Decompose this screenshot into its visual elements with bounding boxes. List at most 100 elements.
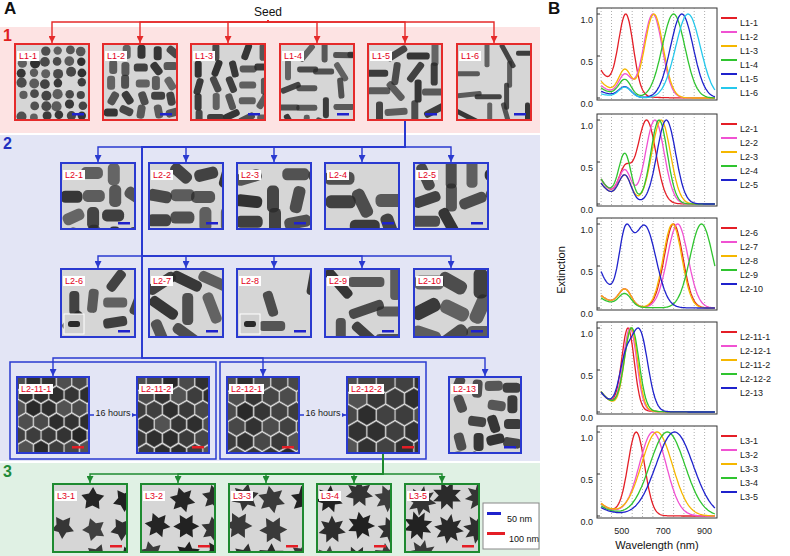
nanoparticle bbox=[66, 67, 76, 77]
nanoparticle bbox=[78, 78, 86, 86]
nanorod bbox=[105, 270, 127, 293]
legend-text-holder: L2-12-1 bbox=[740, 340, 771, 358]
nanorod bbox=[150, 294, 180, 321]
nanorod bbox=[65, 226, 82, 228]
legend-text-holder: L2-12-2 bbox=[740, 368, 771, 386]
spectrum-curve bbox=[601, 432, 715, 516]
nanorod bbox=[453, 394, 469, 414]
tem-image: L2-6 bbox=[60, 268, 136, 338]
nanorod bbox=[255, 92, 264, 110]
nanorod bbox=[165, 107, 176, 118]
image-scale-bar bbox=[382, 222, 394, 225]
axis-title: Extinction bbox=[555, 246, 567, 294]
nanorod bbox=[503, 437, 520, 450]
grid-line bbox=[652, 322, 653, 414]
nanorod bbox=[128, 290, 134, 316]
nanorod bbox=[503, 383, 520, 393]
legend-swatch bbox=[721, 269, 737, 271]
nanoparticle bbox=[40, 79, 50, 89]
tree-connector bbox=[98, 121, 405, 162]
y-tick-label-holder: 0.5 bbox=[580, 51, 593, 69]
tem-background bbox=[54, 485, 126, 551]
nanorod bbox=[218, 164, 222, 190]
image-scale-bar bbox=[294, 330, 306, 333]
nanorod bbox=[369, 87, 390, 94]
grid-line bbox=[663, 322, 664, 414]
sample-label: L1-1 bbox=[17, 51, 39, 61]
nanostar bbox=[113, 490, 126, 512]
tem-image: L2-4 bbox=[324, 162, 400, 230]
tem-image: L2-12-2 bbox=[346, 376, 420, 454]
nanorod bbox=[260, 45, 264, 61]
x-tick-label-holder: 900 bbox=[697, 520, 712, 538]
tem-background bbox=[192, 45, 264, 119]
nanorod bbox=[151, 92, 165, 100]
legend-text-holder: L3-2 bbox=[740, 444, 758, 462]
nanocrystal bbox=[263, 448, 279, 452]
sample-label: L2-3 bbox=[239, 170, 261, 180]
grid-line bbox=[632, 8, 633, 100]
tree-connector bbox=[140, 20, 268, 43]
nanorod bbox=[240, 65, 257, 72]
nanorod bbox=[152, 76, 160, 90]
nanostar bbox=[230, 513, 252, 538]
sample-label: L1-3 bbox=[193, 51, 215, 61]
nanorod bbox=[467, 326, 488, 336]
tem-image: L2-3 bbox=[236, 162, 312, 230]
scale-text: 50 nm bbox=[507, 514, 532, 525]
nanorod bbox=[468, 415, 487, 427]
nanorod bbox=[485, 170, 487, 181]
tem-image: L1-3 bbox=[190, 43, 266, 121]
spectrum-curve bbox=[601, 120, 715, 204]
stage-number: 2 bbox=[3, 136, 12, 152]
tem-image: L2-1 bbox=[60, 162, 136, 230]
legend-text: L2-10 bbox=[740, 283, 763, 295]
image-scale-bar bbox=[337, 113, 349, 116]
nanocrystal bbox=[368, 422, 385, 442]
nanocrystal bbox=[80, 387, 88, 403]
legend-text-holder: L1-6 bbox=[740, 82, 758, 100]
grid-line bbox=[611, 114, 612, 206]
sample-label: L3-3 bbox=[231, 491, 253, 501]
legend-text: L1-6 bbox=[740, 87, 758, 99]
image-scale-bar bbox=[462, 545, 474, 548]
nanorod bbox=[487, 103, 492, 120]
nanocrystal bbox=[65, 414, 79, 430]
nanocrystal bbox=[228, 433, 236, 451]
nanorod bbox=[458, 71, 480, 76]
grid-line bbox=[601, 114, 602, 206]
nanorod bbox=[336, 318, 346, 336]
nanostar bbox=[82, 518, 104, 541]
nanoparticle bbox=[19, 91, 27, 99]
tem-image: L2-9 bbox=[324, 268, 400, 338]
spectrum-curve bbox=[601, 14, 715, 98]
nanorod bbox=[108, 164, 120, 185]
nanorod bbox=[486, 414, 501, 434]
spectrum-curve bbox=[601, 224, 715, 308]
nanorod bbox=[87, 288, 99, 313]
nanorod bbox=[62, 207, 86, 227]
nanorod bbox=[500, 102, 512, 119]
nanoparticle bbox=[54, 46, 62, 54]
legend-text: L2-12-2 bbox=[740, 373, 771, 385]
image-scale-bar bbox=[160, 113, 172, 116]
tree-connector bbox=[268, 20, 405, 43]
nanorod bbox=[458, 108, 481, 119]
nanorod bbox=[191, 191, 215, 203]
nanorod bbox=[81, 335, 107, 336]
nanorod bbox=[347, 52, 353, 58]
nanocrystal bbox=[171, 416, 186, 433]
tem-image: L3-3 bbox=[228, 483, 304, 553]
stage-band: 3L3-1L3-2L3-3L3-4L3-5 bbox=[0, 463, 540, 556]
tem-image: L1-5 bbox=[367, 43, 443, 121]
nanorod bbox=[239, 97, 256, 104]
nanorod bbox=[193, 77, 204, 95]
nanocrystal bbox=[396, 438, 413, 452]
nanocrystal bbox=[396, 378, 413, 392]
grid-line bbox=[601, 322, 602, 414]
axis-tick bbox=[597, 204, 600, 205]
legend-swatch bbox=[721, 345, 737, 347]
panel-letter-holder: B bbox=[548, 0, 560, 18]
nanocrystal bbox=[73, 427, 87, 443]
nanorod bbox=[467, 164, 478, 188]
